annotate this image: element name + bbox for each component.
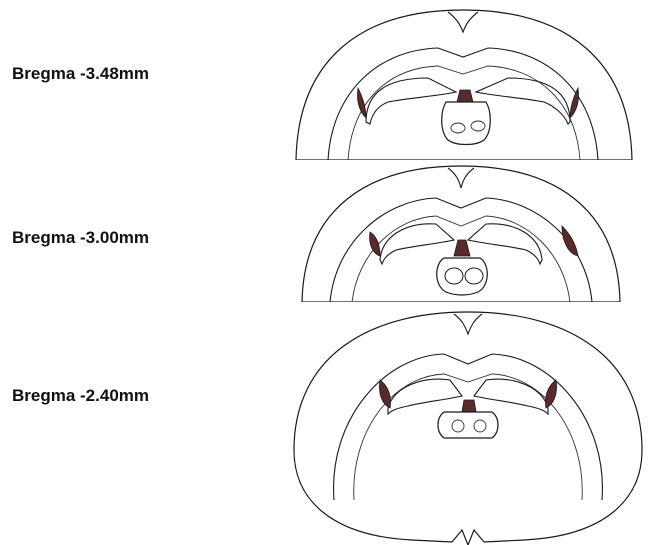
nucleus-left xyxy=(445,268,463,284)
nucleus-right xyxy=(465,268,483,284)
bregma-label-3-48: Bregma -3.48mm xyxy=(12,64,149,84)
midbrain-body xyxy=(438,412,498,438)
bregma-label-3-00: Bregma -3.00mm xyxy=(12,228,149,248)
region-midline xyxy=(462,400,476,412)
brain-section-2-40 xyxy=(284,300,651,545)
midbrain-body xyxy=(442,102,491,145)
bregma-label-2-40: Bregma -2.40mm xyxy=(12,386,149,406)
brain-section-3-00 xyxy=(296,160,626,302)
brain-section-3-48 xyxy=(288,2,638,160)
